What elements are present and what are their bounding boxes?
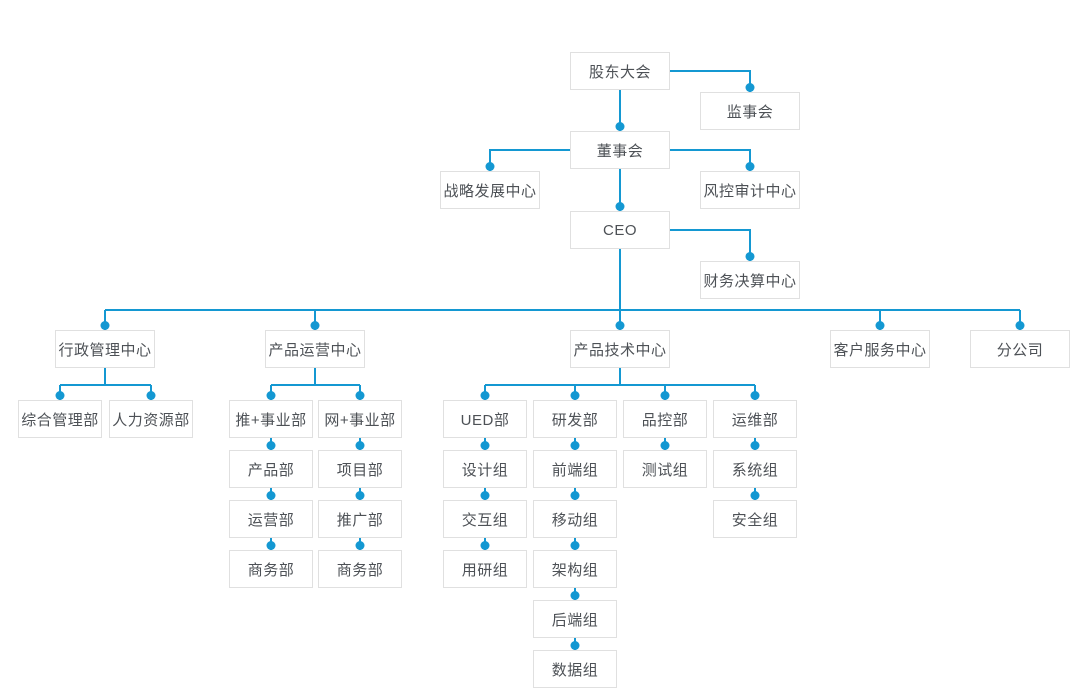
org-node-qa: 品控部 [623, 400, 707, 438]
connector-dot [745, 252, 755, 261]
org-node-biz-dept-2: 商务部 [318, 550, 402, 588]
connector-dot [355, 541, 365, 550]
org-node-ceo: CEO [570, 211, 670, 249]
org-node-board: 董事会 [570, 131, 670, 169]
org-node-devops: 运维部 [713, 400, 797, 438]
connector-dot [745, 162, 755, 171]
org-node-security: 安全组 [713, 500, 797, 538]
connector-dot [750, 491, 760, 500]
connector-dot [615, 321, 625, 330]
connector-dot [480, 391, 490, 400]
connector-dot [570, 591, 580, 600]
connector-dot [480, 541, 490, 550]
org-node-biz-dept-1: 商务部 [229, 550, 313, 588]
connector-dot [480, 491, 490, 500]
connector-dot [615, 202, 625, 211]
org-node-general-mgmt: 综合管理部 [18, 400, 102, 438]
connector-dot [570, 491, 580, 500]
org-node-mobile: 移动组 [533, 500, 617, 538]
org-node-rnd: 研发部 [533, 400, 617, 438]
org-node-promo-dept: 推广部 [318, 500, 402, 538]
connector-dot [615, 122, 625, 131]
org-node-testing: 测试组 [623, 450, 707, 488]
org-node-finance: 财务决算中心 [700, 261, 800, 299]
connector-dot [55, 391, 65, 400]
connector-dot [750, 441, 760, 450]
connector-dot [660, 441, 670, 450]
org-node-backend: 后端组 [533, 600, 617, 638]
org-node-project-dept: 项目部 [318, 450, 402, 488]
connector-dot [570, 541, 580, 550]
org-node-user-research: 用研组 [443, 550, 527, 588]
org-node-wang-bu: 网+事业部 [318, 400, 402, 438]
connector-dot [146, 391, 156, 400]
connector-dot [485, 162, 495, 171]
connector-line [670, 229, 751, 261]
org-node-tui-bu: 推+事业部 [229, 400, 313, 438]
org-node-strategy: 战略发展中心 [440, 171, 540, 209]
org-node-frontend: 前端组 [533, 450, 617, 488]
org-node-hr: 人力资源部 [109, 400, 193, 438]
org-node-customer-service: 客户服务中心 [830, 330, 930, 368]
org-node-admin: 行政管理中心 [55, 330, 155, 368]
connector-dot [266, 441, 276, 450]
org-node-interaction: 交互组 [443, 500, 527, 538]
org-node-shareholders: 股东大会 [570, 52, 670, 90]
org-node-data: 数据组 [533, 650, 617, 688]
connector-dot [355, 391, 365, 400]
org-node-supervisory: 监事会 [700, 92, 800, 130]
org-node-system: 系统组 [713, 450, 797, 488]
connector-dot [310, 321, 320, 330]
connector-dot [355, 441, 365, 450]
connector-dot [570, 391, 580, 400]
connector-dot [266, 391, 276, 400]
connector-dot [875, 321, 885, 330]
connector-dot [570, 441, 580, 450]
org-node-product-dept: 产品部 [229, 450, 313, 488]
org-node-design: 设计组 [443, 450, 527, 488]
org-node-product-tech: 产品技术中心 [570, 330, 670, 368]
connector-dot [750, 391, 760, 400]
connector-dot [570, 641, 580, 650]
org-node-ued: UED部 [443, 400, 527, 438]
connector-dot [266, 491, 276, 500]
org-node-product-ops: 产品运营中心 [265, 330, 365, 368]
connector-dot [745, 83, 755, 92]
connector-dot [355, 491, 365, 500]
org-node-ops-dept: 运营部 [229, 500, 313, 538]
connector-dot [100, 321, 110, 330]
org-node-risk: 风控审计中心 [700, 171, 800, 209]
org-node-branch: 分公司 [970, 330, 1070, 368]
connector-dot [480, 441, 490, 450]
connector-dot [1015, 321, 1025, 330]
connector-dot [266, 541, 276, 550]
connector-dot [660, 391, 670, 400]
org-node-architecture: 架构组 [533, 550, 617, 588]
